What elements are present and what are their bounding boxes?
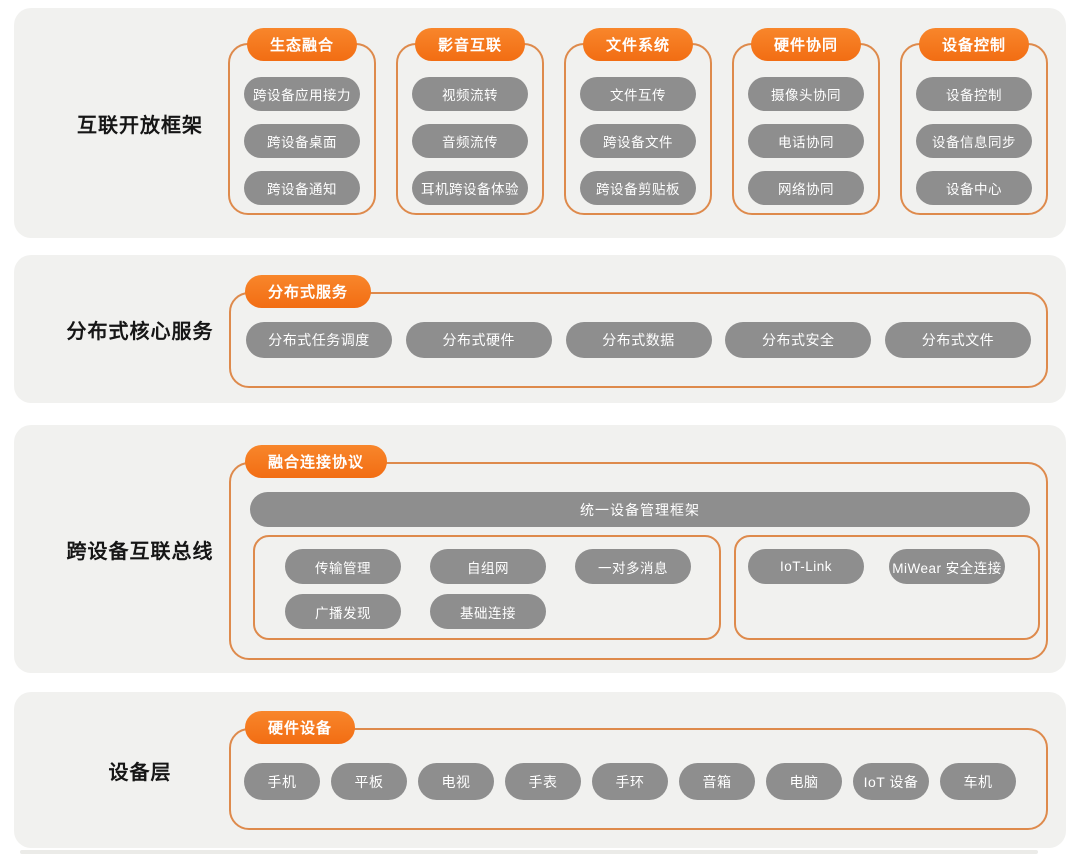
group-ecosystem-fusion: 生态融合 跨设备应用接力 跨设备桌面 跨设备通知 bbox=[228, 28, 376, 215]
capability-pill: 跨设备剪贴板 bbox=[579, 171, 697, 205]
bus-pill: 传输管理 bbox=[285, 549, 401, 584]
capability-pill: 跨设备应用接力 bbox=[243, 77, 361, 111]
capability-pill: 电话协同 bbox=[747, 124, 865, 158]
device-pill: 电脑 bbox=[766, 763, 842, 800]
device-pill: IoT 设备 bbox=[853, 763, 929, 800]
group-file-system: 文件系统 文件互传 跨设备文件 跨设备剪贴板 bbox=[564, 28, 712, 215]
capability-pill: 设备信息同步 bbox=[915, 124, 1033, 158]
service-pill: 分布式文件 bbox=[885, 322, 1031, 358]
group-badge: 硬件协同 bbox=[750, 28, 862, 61]
group-badge: 文件系统 bbox=[582, 28, 694, 61]
section-distributed-core-services: 分布式核心服务 分布式服务 分布式任务调度 分布式硬件 分布式数据 分布式安全 … bbox=[14, 255, 1066, 403]
service-pill: 分布式数据 bbox=[565, 322, 712, 358]
hardware-devices-container: 硬件设备 手机 平板 电视 手表 手环 音箱 电脑 IoT 设备 车机 bbox=[229, 711, 1048, 830]
bus-core-box: 传输管理 自组网 一对多消息 广播发现 基础连接 bbox=[253, 535, 721, 640]
device-pill: 音箱 bbox=[679, 763, 755, 800]
bus-pill: IoT-Link bbox=[748, 549, 864, 584]
section-distributed-label: 分布式核心服务 bbox=[66, 320, 214, 343]
bus-pill: 广播发现 bbox=[285, 594, 401, 629]
group-device-control: 设备控制 设备控制 设备信息同步 设备中心 bbox=[900, 28, 1048, 215]
capability-pill: 摄像头协同 bbox=[747, 77, 865, 111]
service-pill: 分布式任务调度 bbox=[246, 322, 392, 358]
capability-pill: 跨设备通知 bbox=[243, 171, 361, 205]
bus-core-row: 广播发现 基础连接 bbox=[285, 594, 546, 629]
capability-pill: 网络协同 bbox=[747, 171, 865, 205]
device-pill: 手环 bbox=[592, 763, 668, 800]
group-hardware-collab: 硬件协同 摄像头协同 电话协同 网络协同 bbox=[732, 28, 880, 215]
fusion-protocol-container: 融合连接协议 统一设备管理框架 传输管理 自组网 一对多消息 广播发现 基础连接… bbox=[229, 445, 1048, 660]
device-pill: 车机 bbox=[940, 763, 1016, 800]
device-pill-row: 手机 平板 电视 手表 手环 音箱 电脑 IoT 设备 车机 bbox=[244, 763, 1016, 800]
section-device-layer-label: 设备层 bbox=[108, 761, 172, 784]
bus-link-row: IoT-Link MiWear 安全连接 bbox=[748, 549, 1005, 584]
bus-pill: MiWear 安全连接 bbox=[889, 549, 1005, 584]
distributed-services-container: 分布式服务 分布式任务调度 分布式硬件 分布式数据 分布式安全 分布式文件 bbox=[229, 275, 1048, 388]
section-open-framework: 互联开放框架 生态融合 跨设备应用接力 跨设备桌面 跨设备通知 影音互联 视频流… bbox=[14, 8, 1066, 238]
capability-pill: 跨设备文件 bbox=[579, 124, 697, 158]
capability-pill: 文件互传 bbox=[579, 77, 697, 111]
device-pill: 手机 bbox=[244, 763, 320, 800]
service-pill: 分布式安全 bbox=[725, 322, 872, 358]
bus-pill: 基础连接 bbox=[430, 594, 546, 629]
open-framework-groups: 生态融合 跨设备应用接力 跨设备桌面 跨设备通知 影音互联 视频流转 音频流传 … bbox=[228, 28, 1048, 215]
section-device-layer: 设备层 硬件设备 手机 平板 电视 手表 手环 音箱 电脑 IoT 设备 车机 bbox=[14, 692, 1066, 848]
group-badge: 设备控制 bbox=[918, 28, 1030, 61]
service-pill: 分布式硬件 bbox=[405, 322, 552, 358]
bus-core-row: 传输管理 自组网 一对多消息 bbox=[285, 549, 691, 584]
device-pill: 手表 bbox=[505, 763, 581, 800]
distributed-services-badge: 分布式服务 bbox=[245, 275, 372, 308]
capability-pill: 跨设备桌面 bbox=[243, 124, 361, 158]
device-pill: 平板 bbox=[331, 763, 407, 800]
section-bus-label: 跨设备互联总线 bbox=[66, 540, 214, 563]
bus-pill: 一对多消息 bbox=[575, 549, 691, 584]
section-open-framework-label: 互联开放框架 bbox=[77, 114, 203, 137]
capability-pill: 音频流传 bbox=[411, 124, 529, 158]
section-cross-device-bus: 跨设备互联总线 融合连接协议 统一设备管理框架 传输管理 自组网 一对多消息 广… bbox=[14, 425, 1066, 673]
group-av-interconnect: 影音互联 视频流转 音频流传 耳机跨设备体验 bbox=[396, 28, 544, 215]
capability-pill: 视频流转 bbox=[411, 77, 529, 111]
capability-pill: 设备控制 bbox=[915, 77, 1033, 111]
unified-device-management-bar: 统一设备管理框架 bbox=[250, 492, 1030, 527]
capability-pill: 耳机跨设备体验 bbox=[411, 171, 529, 205]
capability-pill: 设备中心 bbox=[915, 171, 1033, 205]
hardware-devices-badge: 硬件设备 bbox=[245, 711, 356, 744]
group-badge: 生态融合 bbox=[246, 28, 358, 61]
bus-link-box: IoT-Link MiWear 安全连接 bbox=[734, 535, 1040, 640]
fusion-protocol-badge: 融合连接协议 bbox=[245, 445, 388, 478]
bus-pill: 自组网 bbox=[430, 549, 546, 584]
group-badge: 影音互联 bbox=[414, 28, 526, 61]
device-pill: 电视 bbox=[418, 763, 494, 800]
bottom-divider bbox=[20, 850, 1038, 854]
